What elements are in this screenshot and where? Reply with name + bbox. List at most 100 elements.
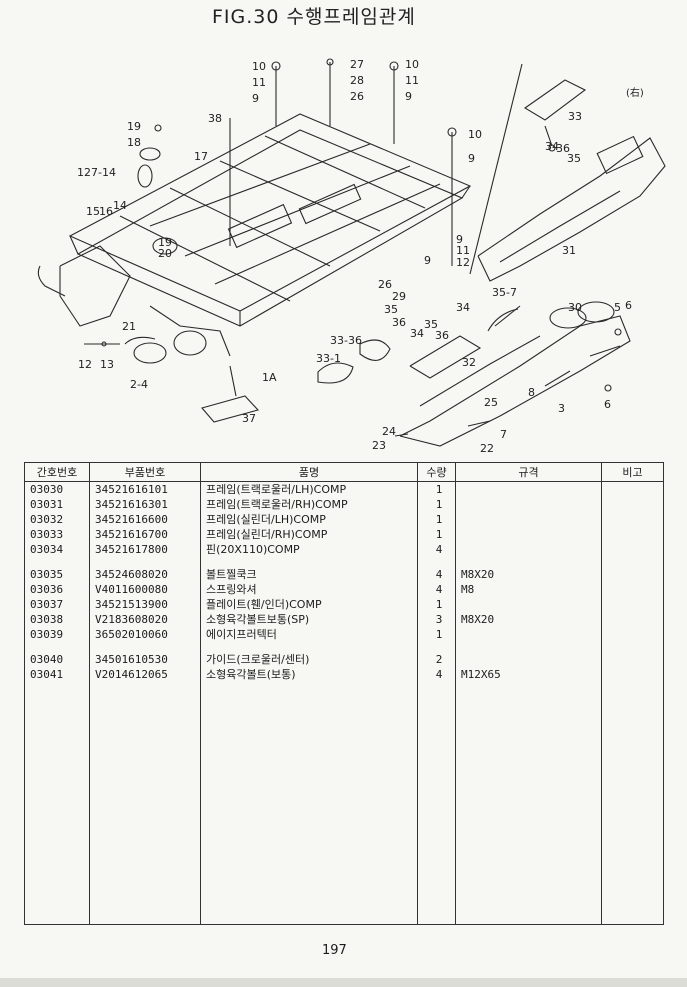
ref-no-cell: 03032 <box>24 512 90 527</box>
callout-label: 31 <box>562 244 576 257</box>
spec-cell: M12X65 <box>455 667 602 682</box>
callout-label: 19 <box>127 120 141 133</box>
callout-label: 33-36 <box>330 334 362 347</box>
part-no-cell: 34501610530 <box>89 652 201 667</box>
callout-label: 35-7 <box>492 286 517 299</box>
part-name-cell: 프레임(실린더/LH)COMP <box>200 512 418 527</box>
page-title: FIG.30 수행프레임관계 <box>212 6 416 28</box>
table-row: 03035 34524608020 볼트찔쿡크 4 M8X20 <box>24 567 664 582</box>
quantity-cell: 3 <box>417 612 456 627</box>
callout-label: 11 <box>405 74 419 87</box>
callout-label: 10 <box>252 60 266 73</box>
column-header-part-no: 부품번호 <box>89 462 201 482</box>
callout-label: 8 <box>528 386 535 399</box>
callout-label: 5 <box>614 301 621 314</box>
callout-label: 6 <box>604 398 611 411</box>
ref-no-cell: 03034 <box>24 542 90 557</box>
callout-label: 36 <box>556 142 570 155</box>
callout-label: 34 <box>456 301 470 314</box>
spec-cell: M8 <box>455 582 602 597</box>
callout-label: 15 <box>86 205 100 218</box>
ref-no-cell: 03036 <box>24 582 90 597</box>
quantity-cell: 1 <box>417 527 456 542</box>
quantity-cell: 4 <box>417 667 456 682</box>
remarks-cell <box>601 481 664 497</box>
spec-cell <box>455 497 602 512</box>
part-no-cell: 34524608020 <box>89 567 201 582</box>
callout-label: 7 <box>500 428 507 441</box>
table-row: 03031 34521616301 프레임(트랙로울러/RH)COMP 1 <box>24 497 664 512</box>
ref-no-cell: 03041 <box>24 667 90 682</box>
callout-label: 36 <box>392 316 406 329</box>
callout-label: 18 <box>127 136 141 149</box>
callout-label: 35 <box>384 303 398 316</box>
callout-label: 10 <box>468 128 482 141</box>
callout-label: 32 <box>462 356 476 369</box>
column-header-quantity: 수량 <box>417 462 456 482</box>
table-header-row: 간호번호 부품번호 품명 수량 규격 비고 <box>24 462 664 482</box>
callout-label: 38 <box>208 112 222 125</box>
remarks-cell <box>601 582 664 597</box>
table-row: 03040 34501610530 가이드(크로울러/센터) 2 <box>24 652 664 667</box>
column-header-ref-no: 간호번호 <box>24 462 90 482</box>
remarks-cell <box>601 652 664 667</box>
table-row: 03037 34521513900 플레이트(휀/인더)COMP 1 <box>24 597 664 612</box>
callout-label: 34 <box>410 327 424 340</box>
callout-label: 34 <box>545 140 559 153</box>
table-row: 03036 V4011600080 스프링와셔 4 M8 <box>24 582 664 597</box>
callout-label: 9 <box>405 90 412 103</box>
callout-label: 16 <box>99 205 113 218</box>
part-name-cell: 프레임(실린더/RH)COMP <box>200 527 418 542</box>
callout-label: 19 <box>158 236 172 249</box>
part-name-cell: 소형육각볼트보통(SP) <box>200 612 418 627</box>
quantity-cell: 1 <box>417 512 456 527</box>
callout-label: 17 <box>194 150 208 163</box>
spec-cell <box>455 527 602 542</box>
parts-list-table: 간호번호 부품번호 품명 수량 규격 비고 03030 34521616101 … <box>24 462 664 925</box>
ref-no-cell: 03038 <box>24 612 90 627</box>
ref-no-cell: 03030 <box>24 481 90 497</box>
spec-cell <box>455 542 602 557</box>
part-name-cell: 볼트찔쿡크 <box>200 567 418 582</box>
spec-cell <box>455 597 602 612</box>
quantity-cell: 4 <box>417 542 456 557</box>
table-spacer-row <box>24 557 664 567</box>
table-row: 03030 34521616101 프레임(트랙로울러/LH)COMP 1 <box>24 481 664 497</box>
quantity-cell: 2 <box>417 652 456 667</box>
callout-label: 20 <box>158 247 172 260</box>
table-row: 03033 34521616700 프레임(실린더/RH)COMP 1 <box>24 527 664 542</box>
ref-no-cell: 03033 <box>24 527 90 542</box>
callout-label: 29 <box>392 290 406 303</box>
scan-bottom-edge <box>0 978 687 987</box>
part-name-cell: 핀(20X110)COMP <box>200 542 418 557</box>
callout-label: 6 <box>625 299 632 312</box>
callout-label: 12 <box>456 256 470 269</box>
callout-label: 9 <box>468 152 475 165</box>
frame-assembly-drawing: 10 11 9 27 28 26 10 11 9 38 19 18 17 127… <box>37 58 666 455</box>
part-no-cell: 34521616700 <box>89 527 201 542</box>
quantity-cell: 1 <box>417 627 456 642</box>
ref-no-cell: 03031 <box>24 497 90 512</box>
spec-cell <box>455 512 602 527</box>
main-frame-drawing <box>37 58 472 423</box>
spec-cell <box>455 481 602 497</box>
callout-label: 11 <box>456 244 470 257</box>
callout-label: 22 <box>480 442 494 455</box>
callout-label: 33-1 <box>316 352 341 365</box>
part-name-cell: 스프링와셔 <box>200 582 418 597</box>
ref-no-cell: 03035 <box>24 567 90 582</box>
part-no-cell: 34521513900 <box>89 597 201 612</box>
ref-no-cell: 03040 <box>24 652 90 667</box>
part-no-cell: V2183608020 <box>89 612 201 627</box>
remarks-cell <box>601 542 664 557</box>
exploded-parts-diagram: 10 11 9 27 28 26 10 11 9 38 19 18 17 127… <box>0 26 687 458</box>
quantity-cell: 4 <box>417 567 456 582</box>
table-spacer-row <box>24 642 664 652</box>
part-no-cell: 34521616301 <box>89 497 201 512</box>
remarks-cell <box>601 512 664 527</box>
part-no-cell: V4011600080 <box>89 582 201 597</box>
remarks-cell <box>601 567 664 582</box>
quantity-cell: 1 <box>417 597 456 612</box>
callout-label: 35 <box>424 318 438 331</box>
part-name-cell: 에이지프러텍터 <box>200 627 418 642</box>
